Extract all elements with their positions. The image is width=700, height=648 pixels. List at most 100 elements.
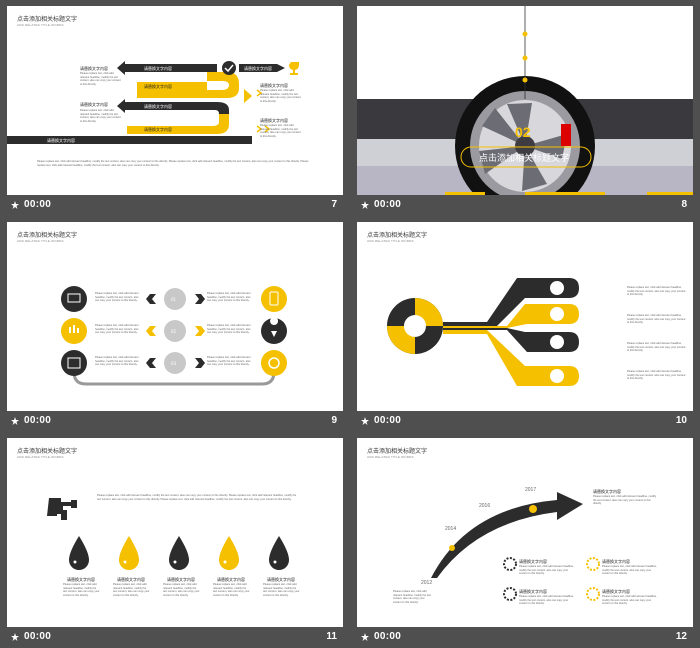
para-icon-2: Please replace text, click add relevant … bbox=[519, 595, 574, 606]
drop-label-5: 请替换文字内容 bbox=[267, 577, 295, 582]
slide-7[interactable]: 点击添加相关标题文字 ADD RELATED TITLE WORDS bbox=[7, 6, 343, 216]
label-right-1: 请替换文字内容 bbox=[260, 83, 288, 88]
slide-title: 点击添加相关标题文字 bbox=[17, 16, 78, 23]
funnel-diagram bbox=[387, 278, 579, 386]
para-4: Please replace text, click add relevant … bbox=[627, 370, 686, 381]
para-arrow-head: Please replace text, click add relevant … bbox=[593, 495, 657, 506]
slide-number: 7 bbox=[331, 199, 337, 210]
para-icon-4: Please replace text, click add relevant … bbox=[602, 595, 657, 606]
slide-number: 12 bbox=[675, 631, 687, 642]
slide-10[interactable]: 点击添加相关标题文字 ADD RELATED TITLE WORDS Pleas… bbox=[357, 222, 693, 432]
para-3: Please replace text, click add relevant … bbox=[260, 89, 301, 103]
water-drops-diagram bbox=[47, 498, 289, 570]
slide-subtitle: ADD RELATED TITLE WORDS bbox=[367, 239, 414, 243]
slide-12-canvas: 点击添加相关标题文字 ADD RELATED TITLE WORDS 2012 … bbox=[357, 438, 693, 627]
drop-para-1: Please replace text, click add relevant … bbox=[63, 583, 100, 597]
slide-subtitle: ADD RELATED TITLE WORDS bbox=[17, 455, 64, 459]
faucet-icon bbox=[47, 498, 77, 520]
drop-para-2: Please replace text, click add relevant … bbox=[113, 583, 150, 597]
slide-title: 点击添加相关标题文字 bbox=[367, 448, 428, 455]
star-icon bbox=[11, 417, 19, 425]
star-icon bbox=[361, 201, 369, 209]
label-icon-2: 请替换文字内容 bbox=[519, 589, 547, 594]
label-row1: 请替换文字内容 bbox=[80, 66, 108, 71]
slide-11-canvas: 点击添加相关标题文字 ADD RELATED TITLE WORDS Pleas… bbox=[7, 438, 343, 627]
para-left-2: Please replace text, click add relevant … bbox=[95, 324, 139, 335]
para-right-3: Please replace text, click add relevant … bbox=[207, 356, 251, 367]
section-number: 02 bbox=[515, 124, 531, 140]
star-icon bbox=[361, 417, 369, 425]
slide-9-canvas: 点击添加相关标题文字 ADD RELATED TITLE WORDS bbox=[7, 222, 343, 411]
slide-9[interactable]: 点击添加相关标题文字 ADD RELATED TITLE WORDS bbox=[7, 222, 343, 432]
year-2014: 2014 bbox=[445, 526, 457, 532]
label-yellow-1: 请替换文字内容 bbox=[144, 84, 172, 89]
para-right-1: Please replace text, click add relevant … bbox=[207, 292, 251, 303]
section-title: 点击添加相关标题文字 bbox=[479, 154, 570, 164]
slide-number: 8 bbox=[681, 199, 687, 210]
year-2016: 2016 bbox=[479, 503, 491, 509]
para-1: Please replace text, click add relevant … bbox=[80, 72, 121, 86]
para-right-2: Please replace text, click add relevant … bbox=[207, 324, 251, 335]
para-icon-1: Please replace text, click add relevant … bbox=[519, 565, 574, 576]
slide-subtitle: ADD RELATED TITLE WORDS bbox=[17, 23, 64, 27]
para-2: Please replace text, click add relevant … bbox=[80, 109, 121, 123]
para-2012: Please replace text, click add relevant … bbox=[393, 590, 432, 604]
slide-time: 00:00 bbox=[24, 631, 52, 642]
label-row3: 请替换文字内容 bbox=[80, 102, 108, 107]
slide-time: 00:00 bbox=[374, 199, 402, 210]
year-2017: 2017 bbox=[525, 487, 537, 493]
slide-number: 11 bbox=[326, 631, 337, 642]
drop-para-5: Please replace text, click add relevant … bbox=[263, 583, 300, 597]
slide-status-bar: 00:00 7 bbox=[7, 195, 343, 216]
step-02: 02 bbox=[171, 329, 177, 334]
slide-subtitle: ADD RELATED TITLE WORDS bbox=[367, 455, 414, 459]
para-4: Please replace text, click add relevant … bbox=[260, 124, 301, 138]
slide-time: 00:00 bbox=[374, 631, 402, 642]
para-left-1: Please replace text, click add relevant … bbox=[95, 292, 139, 303]
label-right-2: 请替换文字内容 bbox=[260, 118, 288, 123]
star-icon bbox=[11, 633, 19, 641]
slide-status-bar: 00:00 9 bbox=[7, 411, 343, 432]
slide-title: 点击添加相关标题文字 bbox=[17, 448, 78, 455]
para-bottom: Please replace text, click add relevant … bbox=[37, 160, 309, 167]
slide-time: 00:00 bbox=[24, 415, 52, 426]
label-icon-4: 请替换文字内容 bbox=[602, 589, 630, 594]
slide-status-bar: 00:00 10 bbox=[357, 411, 693, 432]
label-top-band: 请替换文字内容 bbox=[144, 66, 172, 71]
slide-10-canvas: 点击添加相关标题文字 ADD RELATED TITLE WORDS Pleas… bbox=[357, 222, 693, 411]
step-03: 03 bbox=[171, 361, 177, 366]
para-2: Please replace text, click add relevant … bbox=[627, 314, 686, 325]
label-bottom: 请替换文字内容 bbox=[47, 138, 75, 143]
snake-arrow-diagram bbox=[7, 61, 299, 144]
slide-8-canvas: 02 点击添加相关标题文字 bbox=[357, 6, 693, 195]
slide-status-bar: 00:00 8 bbox=[357, 195, 693, 216]
slide-status-bar: 00:00 12 bbox=[357, 627, 693, 648]
slide-number: 10 bbox=[675, 415, 687, 426]
star-icon bbox=[361, 633, 369, 641]
slide-8[interactable]: 02 点击添加相关标题文字 00:00 8 bbox=[357, 6, 693, 216]
steps-diagram bbox=[61, 286, 287, 386]
slide-11[interactable]: 点击添加相关标题文字 ADD RELATED TITLE WORDS Pleas… bbox=[7, 438, 343, 648]
drop-label-4: 请替换文字内容 bbox=[217, 577, 245, 582]
star-icon bbox=[11, 201, 19, 209]
car-wheel-image bbox=[357, 6, 693, 195]
drop-para-4: Please replace text, click add relevant … bbox=[213, 583, 250, 597]
drop-para-3: Please replace text, click add relevant … bbox=[163, 583, 200, 597]
slide-status-bar: 00:00 11 bbox=[7, 627, 343, 648]
step-01: 01 bbox=[171, 297, 177, 302]
para-3: Please replace text, click add relevant … bbox=[627, 342, 686, 353]
slide-7-canvas: 点击添加相关标题文字 ADD RELATED TITLE WORDS bbox=[7, 6, 343, 195]
drop-label-2: 请替换文字内容 bbox=[117, 577, 145, 582]
drop-label-3: 请替换文字内容 bbox=[167, 577, 195, 582]
year-2012: 2012 bbox=[421, 580, 433, 586]
drop-label-1: 请替换文字内容 bbox=[67, 577, 95, 582]
slide-subtitle: ADD RELATED TITLE WORDS bbox=[17, 239, 64, 243]
para-1: Please replace text, click add relevant … bbox=[627, 286, 686, 297]
para-left-3: Please replace text, click add relevant … bbox=[95, 356, 139, 367]
label-yellow-2: 请替换文字内容 bbox=[144, 127, 172, 132]
slide-time: 00:00 bbox=[374, 415, 402, 426]
slide-12[interactable]: 点击添加相关标题文字 ADD RELATED TITLE WORDS 2012 … bbox=[357, 438, 693, 648]
label-icon-3: 请替换文字内容 bbox=[602, 559, 630, 564]
slide-title: 点击添加相关标题文字 bbox=[367, 232, 428, 239]
